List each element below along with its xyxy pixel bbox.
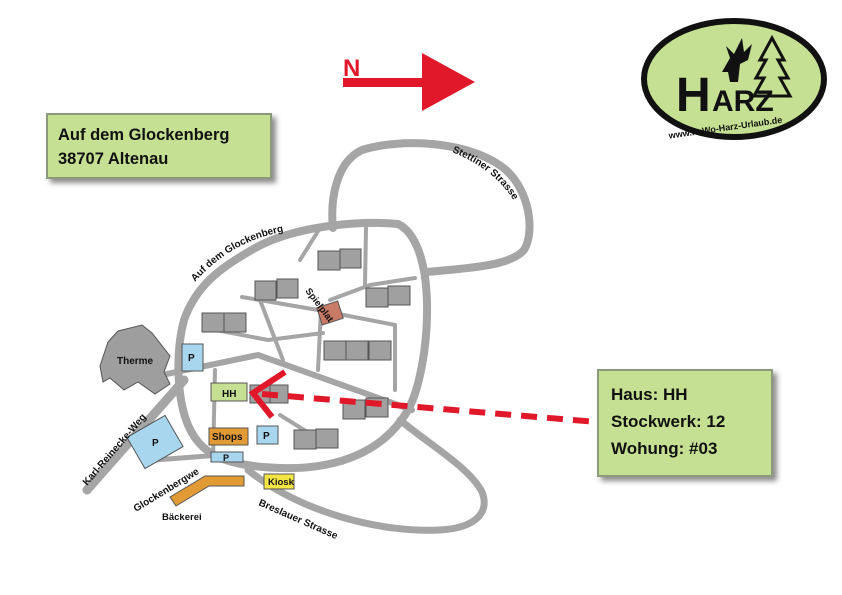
fir-tree-icon xyxy=(751,34,793,98)
address-box: Auf dem Glockenberg 38707 Altenau xyxy=(46,113,272,179)
pointer-dashed-line xyxy=(261,391,598,425)
unit-floor: Stockwerk: 12 xyxy=(611,412,726,431)
logo-letter-h: H xyxy=(676,69,711,122)
unit-house: Haus: HH xyxy=(611,385,688,404)
unit-info-box: Haus: HH Stockwerk: 12 Wohung: #03 xyxy=(597,369,773,477)
baeckerei-building xyxy=(169,475,245,507)
street-label-auf-dem-glockenberg: Auf dem Glockenberg xyxy=(189,224,284,284)
road-ring xyxy=(174,218,432,473)
parking-therme xyxy=(181,343,204,372)
north-arrow-label: N xyxy=(343,55,360,82)
harz-logo xyxy=(641,18,827,140)
road-breslauer-loop xyxy=(244,416,488,534)
parking-label: P xyxy=(223,453,229,463)
parking-shops xyxy=(256,425,279,445)
north-arrow xyxy=(343,53,475,111)
buildings xyxy=(201,248,411,450)
parking-lots xyxy=(126,343,279,470)
road-stettiner-loop xyxy=(328,139,534,276)
parking-label: P xyxy=(152,438,159,449)
location-chevron xyxy=(248,369,287,419)
address-city: 38707 Altenau xyxy=(58,150,169,168)
address-street: Auf dem Glockenberg xyxy=(58,126,230,144)
house-hh-building xyxy=(210,382,248,402)
deer-icon xyxy=(722,38,752,82)
parking-street xyxy=(210,451,244,463)
baeckerei-label: Bäckerei xyxy=(162,512,202,523)
house-hh-label: HH xyxy=(222,389,236,400)
therme-label: Therme xyxy=(117,356,154,367)
location-marker xyxy=(248,369,598,425)
therme-building xyxy=(99,324,171,395)
parking-large xyxy=(126,414,184,470)
kiosk-label: Kiosk xyxy=(268,477,295,488)
parking-label: P xyxy=(188,353,195,364)
parking-label: P xyxy=(263,431,270,442)
kiosk-building xyxy=(263,473,295,490)
road-glockenbergweg xyxy=(152,452,223,463)
shops-building xyxy=(208,427,249,446)
shops-label: Shops xyxy=(212,432,243,443)
spielplatz-area xyxy=(316,300,344,326)
logo-text-arz: ARZ xyxy=(712,85,774,118)
unit-apartment: Wohung: #03 xyxy=(611,439,718,458)
